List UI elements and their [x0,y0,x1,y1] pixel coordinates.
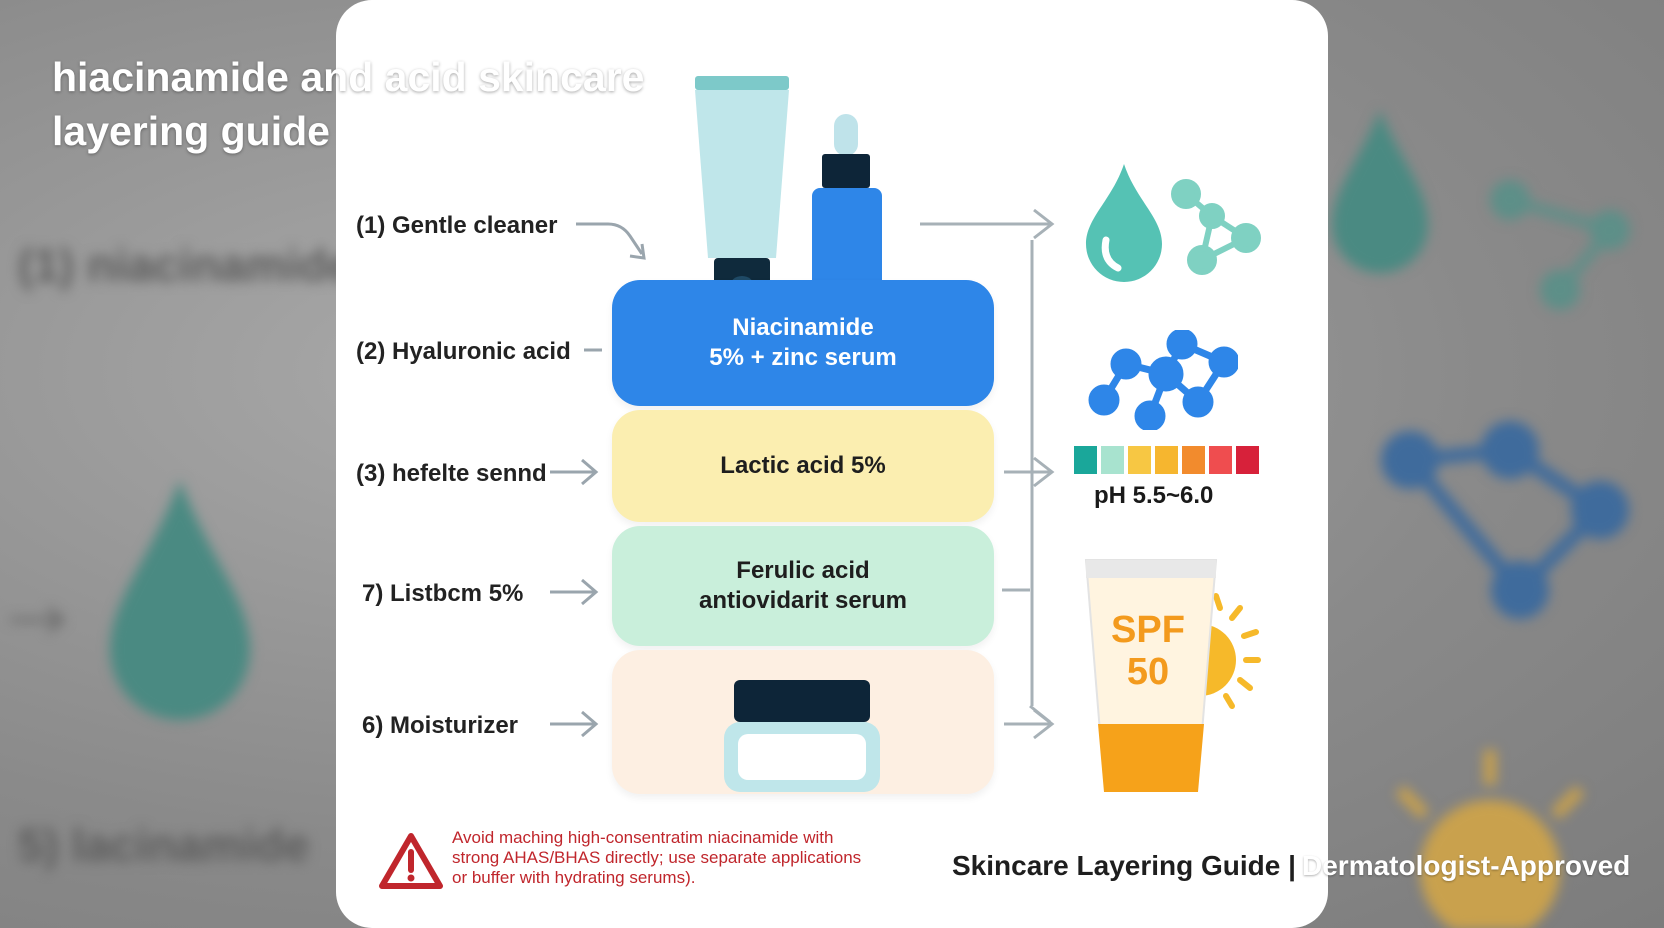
curved-arrow-icon [576,222,646,260]
ph-swatch [1209,446,1232,474]
footer-brand: Skincare Layering Guide | [952,850,1296,881]
ph-swatch [1236,446,1259,474]
layer-niacinamide: Niacinamide 5% + zinc serum [612,280,994,406]
background-molecule-icon [1381,421,1629,619]
warning-message: Avoid maching high-consentratim niacinam… [452,828,912,888]
dash-connector [584,348,602,352]
cleanser-tube-icon [695,76,789,294]
sunscreen-tube-icon: SPF 50 [1084,559,1261,792]
layer-text: Niacinamide [732,314,874,341]
background-text: (1) niacinamide [18,239,353,291]
spf-label: SPF [1111,609,1185,651]
step-label-4: 7) Listbcm 5% [362,580,524,607]
title-line: layering guide [52,108,330,154]
background-molecule-icon [1490,180,1630,310]
background-drop-icon [110,480,250,720]
molecule-icon [1171,179,1261,275]
layer-text: Lactic acid 5% [720,452,886,479]
spf-value: 50 [1127,651,1169,693]
water-drop-icon [1086,164,1162,282]
moisturizer-jar-icon [724,680,880,792]
step-label-3: (3) hefelte sennd [356,460,547,487]
ph-swatch [1101,446,1124,474]
ph-scale [1074,446,1259,474]
serum-dropper-bottle-icon [812,114,882,294]
layer-ferulic-acid: Ferulic acid antiovidarit serum [612,526,994,646]
layer-text: Ferulic acid [736,557,870,584]
warning-line: Avoid maching high-consentratim niacinam… [452,828,834,847]
background-text: 5) lacinamide [18,819,310,871]
layer-lactic-acid: Lactic acid 5% [612,410,994,522]
right-arrow-icon [550,458,599,486]
warning-triangle-icon [379,833,443,889]
footer-tagline: Dermatologist-Approved [1302,850,1631,881]
step-label-2: (2) Hyaluronic acid [356,338,571,365]
warning-line: strong AHAS/BHAS directly; use separate … [452,848,862,867]
molecule-network-icon [1088,330,1238,430]
ph-swatch [1074,446,1097,474]
right-arrow-icon [550,578,599,606]
ph-swatch [1155,446,1178,474]
step-label-5: 6) Moisturizer [362,712,519,739]
title-line: hiacinamide and acid skincare [52,54,645,100]
step-label-1: (1) Gentle cleaner [356,212,558,239]
layer-text: 5% + zinc serum [709,344,897,371]
right-arrow-icon [550,710,599,738]
warning-line: or buffer with hydrating serums). [452,868,696,887]
background-drop-icon [1332,110,1428,273]
ph-swatch [1128,446,1151,474]
ph-swatch [1182,446,1205,474]
background-arrow-icon [10,606,66,634]
background-sun-icon [1395,750,1585,928]
ph-range-label: pH 5.5~6.0 [1094,482,1214,509]
page-title: hiacinamide and acid skincare layering g… [52,50,692,158]
layer-text: antiovidarit serum [698,587,908,614]
connector-lines [920,208,1055,740]
